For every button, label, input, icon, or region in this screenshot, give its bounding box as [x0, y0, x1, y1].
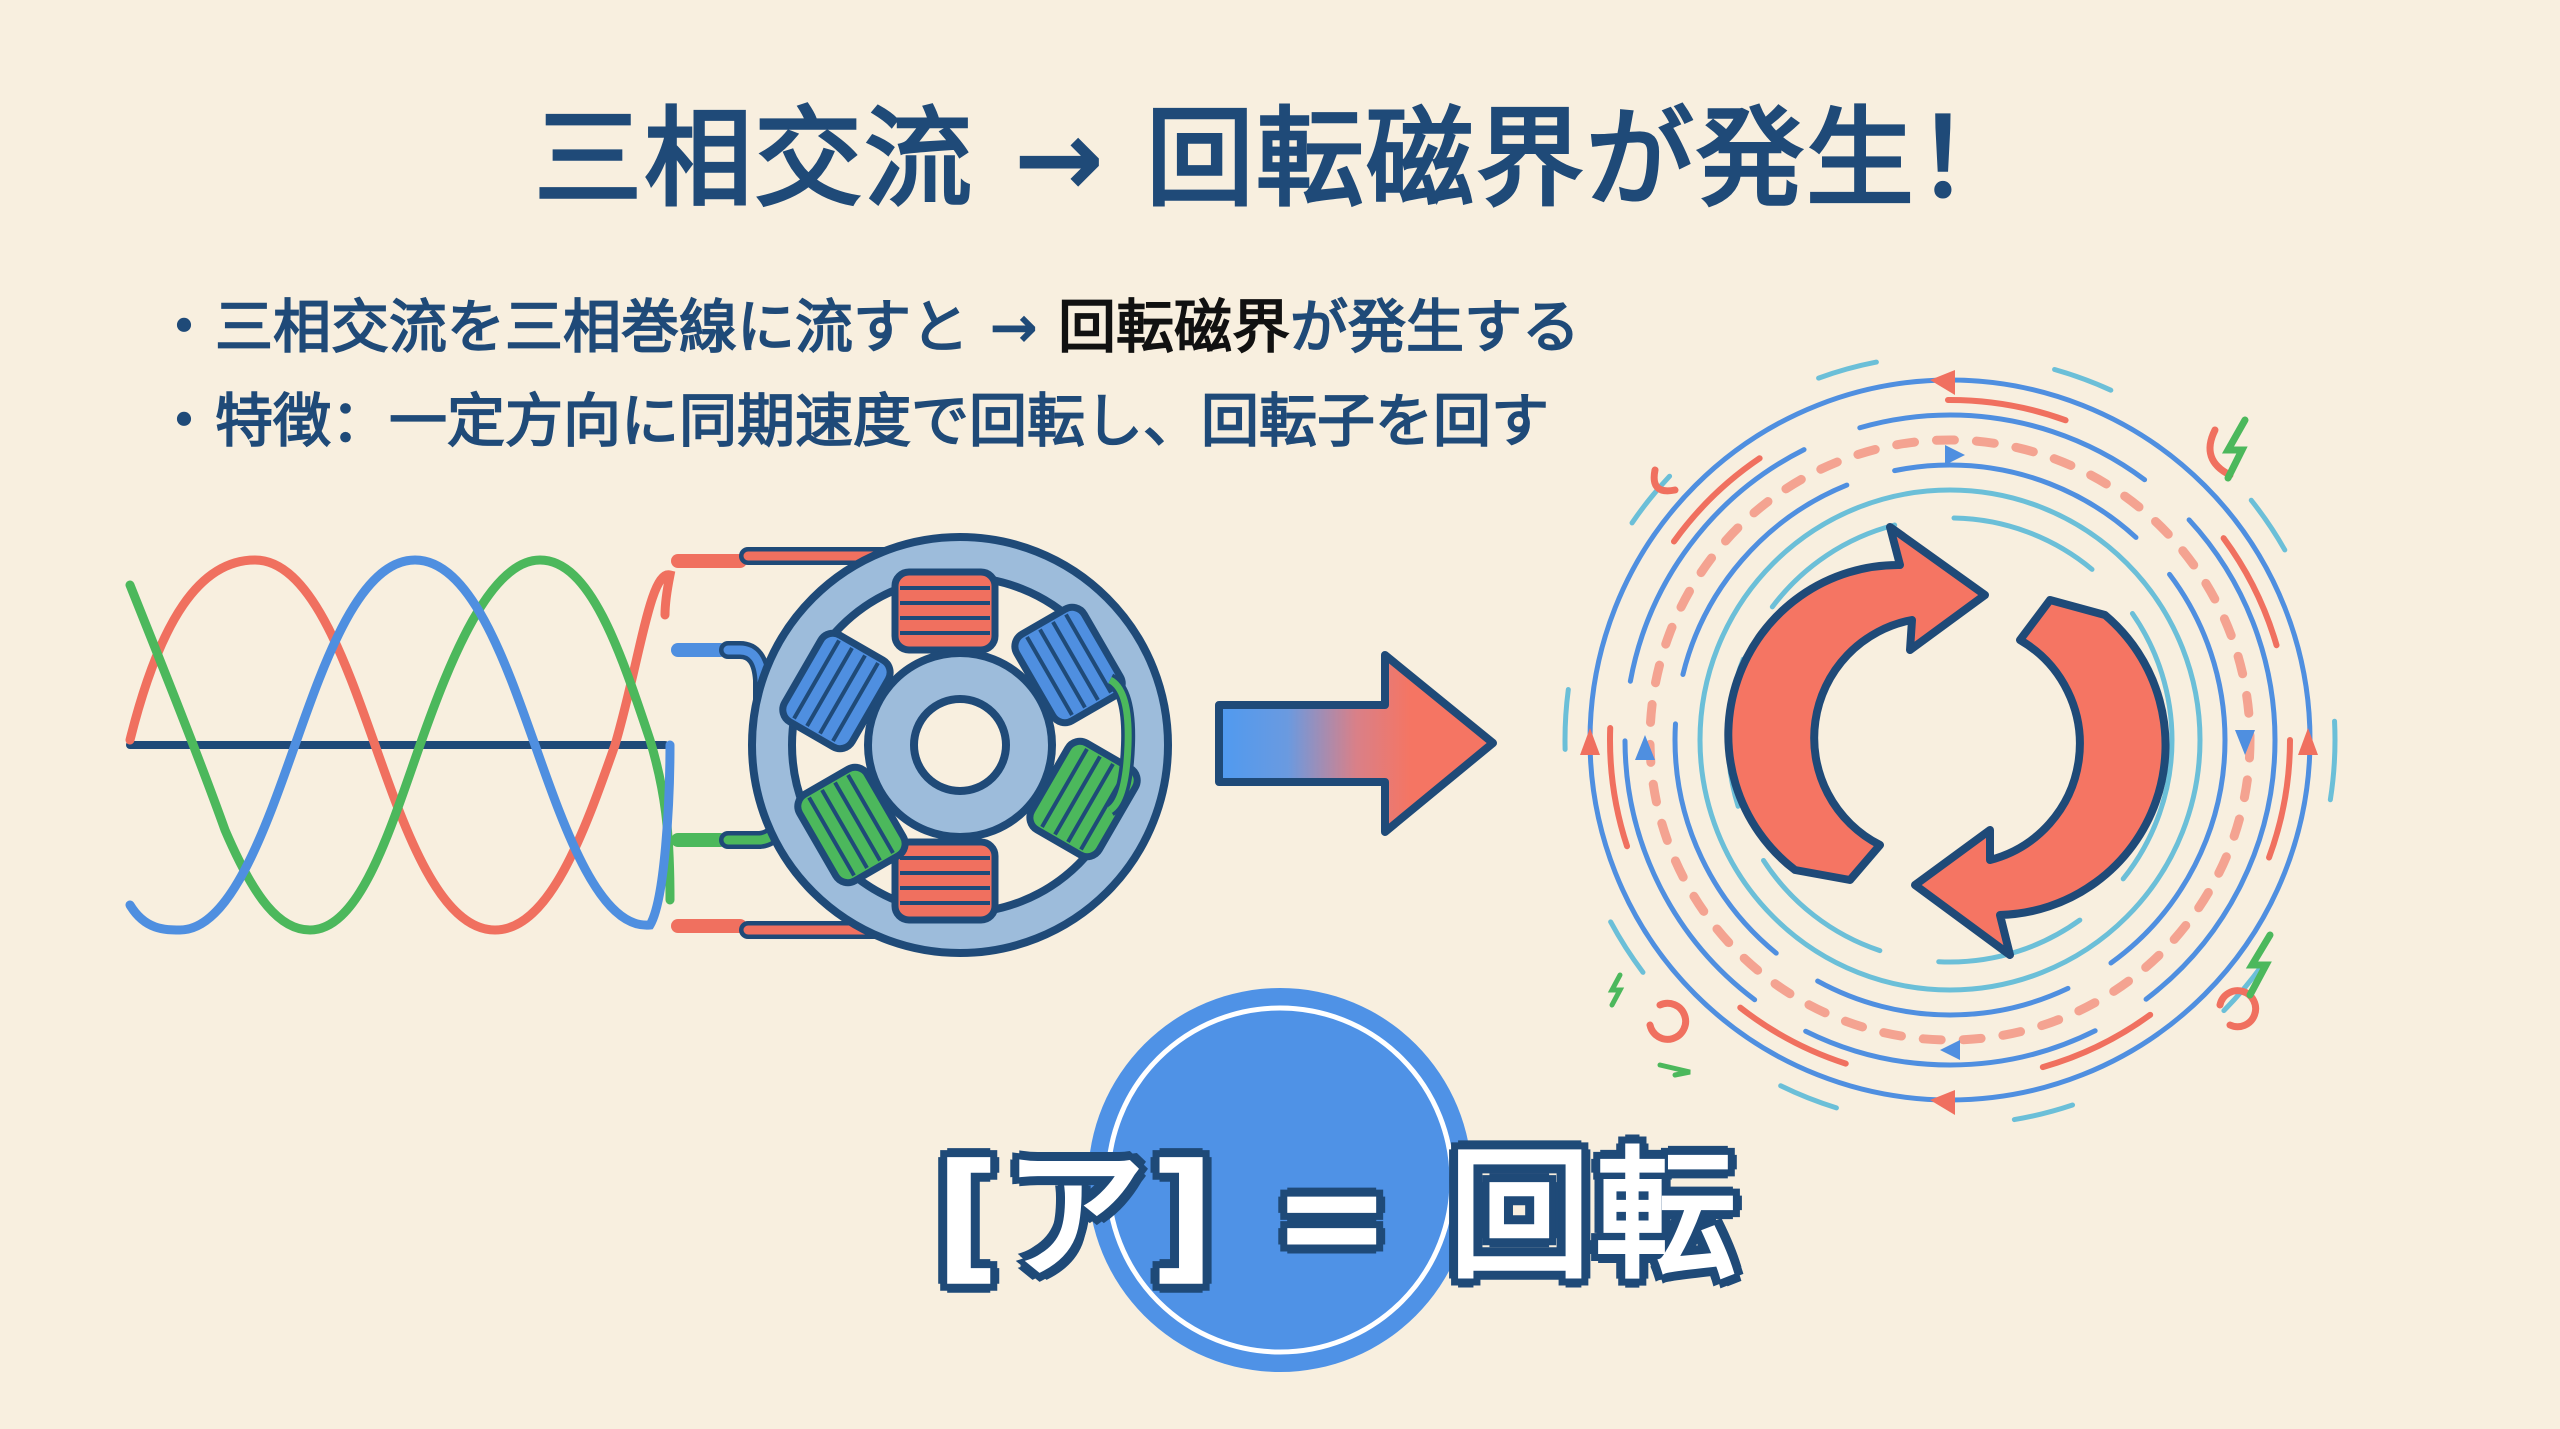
wave-blue: [125, 555, 675, 935]
coil-green-lower-right: [1026, 737, 1141, 861]
coil-red-bottom: [891, 838, 999, 924]
coil-red-top: [891, 568, 999, 654]
bullet-emphasis: 回転磁界: [1057, 293, 1290, 361]
bullet-text: 三相交流を三相巻線に流すと →: [215, 293, 1058, 361]
answer-badge: [1088, 988, 1472, 1372]
bullet-text-after: が発生する: [1290, 293, 1581, 361]
wave-green: [125, 555, 675, 935]
stator-icon: [748, 533, 1172, 957]
bullet-marker: ・: [155, 387, 214, 455]
coil-green-lower-left: [794, 763, 909, 887]
bullet-item-2: ・特徴：一定方向に同期速度で回転し、回転子を回す: [155, 374, 1580, 468]
bullet-marker: ・: [155, 293, 214, 361]
bullet-item-1: ・三相交流を三相巻線に流すと → 回転磁界が発生する: [155, 280, 1580, 374]
rotate-arrows-icon: [1724, 523, 2170, 959]
transition-arrow-icon: [1215, 651, 1497, 836]
page-title: 三相交流 → 回転磁界が発生！: [534, 97, 2026, 222]
coil-blue-upper-right: [1011, 603, 1126, 727]
answer-label: [ア] = 回転: [935, 1134, 1741, 1299]
wave-red: [125, 555, 676, 935]
three-phase-waves: [125, 555, 676, 935]
coil-blue-upper-left: [779, 629, 894, 753]
bullet-text: 特徴：一定方向に同期速度で回転し、回転子を回す: [215, 387, 1550, 455]
bullet-list: ・三相交流を三相巻線に流すと → 回転磁界が発生する ・特徴：一定方向に同期速度…: [155, 280, 1580, 468]
rotating-field-icon: [1562, 352, 2338, 1128]
